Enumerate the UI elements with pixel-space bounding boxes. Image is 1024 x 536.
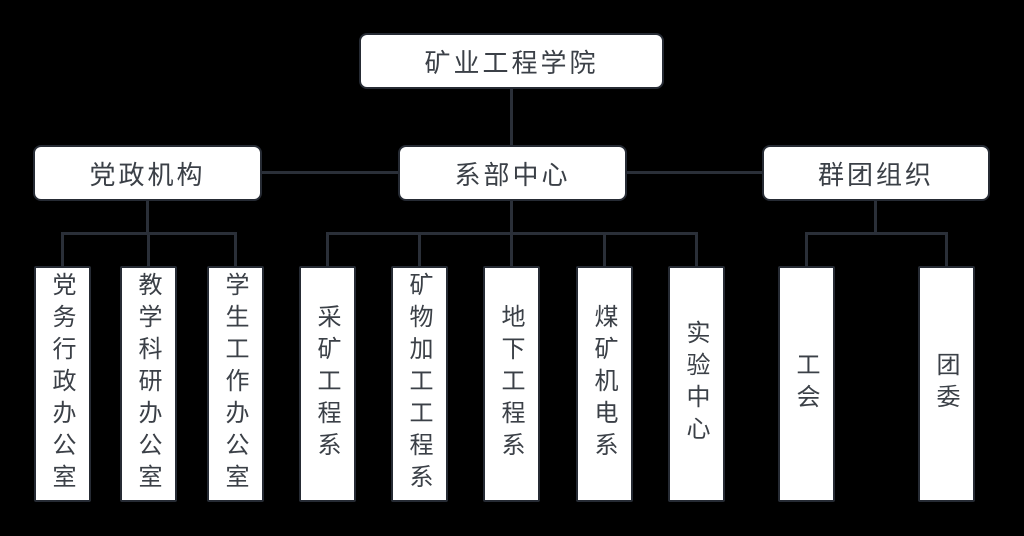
connector-group3-drop [874, 201, 877, 235]
connector-level2-left [261, 171, 399, 174]
connector-child-drop [945, 233, 948, 266]
connector-group2-drop [510, 201, 513, 235]
connector-group1-drop [146, 201, 149, 235]
connector-child-drop [510, 233, 513, 266]
connector-child-drop [418, 233, 421, 266]
connector-root-drop [510, 88, 513, 146]
org-node-coal-mine-electromechanical-dept: 煤矿机电系 [576, 266, 633, 502]
org-node-party-admin-office: 党务行政办公室 [34, 266, 91, 502]
org-node-teaching-research-office: 教学科研办公室 [120, 266, 177, 502]
connector-child-drop [147, 233, 150, 266]
org-node-mining-engineering-dept: 采矿工程系 [299, 266, 356, 502]
org-node-college: 矿业工程学院 [359, 33, 664, 89]
org-node-youth-league-committee: 团委 [918, 266, 975, 502]
connector-level2-right [626, 171, 763, 174]
connector-child-drop [695, 233, 698, 266]
org-node-student-affairs-office: 学生工作办公室 [207, 266, 264, 502]
org-node-mass-orgs: 群团组织 [762, 145, 990, 201]
connector-child-drop [234, 233, 237, 266]
connector-child-drop [61, 233, 64, 266]
org-node-experiment-center: 实验中心 [668, 266, 725, 502]
connector-bus-group3 [805, 232, 948, 235]
connector-child-drop [603, 233, 606, 266]
org-node-labor-union: 工会 [778, 266, 835, 502]
org-node-underground-engineering-dept: 地下工程系 [483, 266, 540, 502]
connector-child-drop [805, 233, 808, 266]
connector-child-drop [326, 233, 329, 266]
org-node-department-center: 系部中心 [398, 145, 627, 201]
org-node-party-gov-orgs: 党政机构 [33, 145, 262, 201]
org-node-mineral-processing-dept: 矿物加工工程系 [391, 266, 448, 502]
